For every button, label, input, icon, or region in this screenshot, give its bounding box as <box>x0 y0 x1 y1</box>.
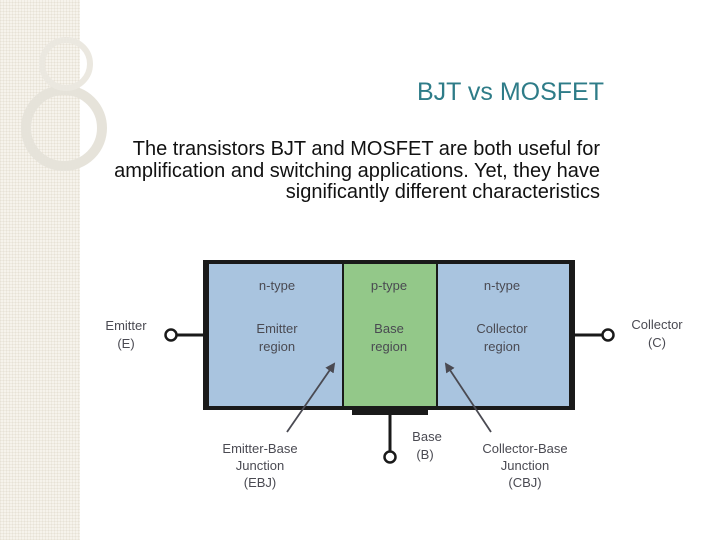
collector-region-name-line1: Collector <box>476 321 528 336</box>
emitter-region-box <box>209 264 342 406</box>
ebj-label-line3: (EBJ) <box>244 475 277 490</box>
cbj-label-line1: Collector-Base <box>482 441 567 456</box>
collector-label-line1: Collector <box>631 317 683 332</box>
emitter-label-line1: Emitter <box>105 318 147 333</box>
emitter-label-line2: (E) <box>117 336 134 351</box>
emitter-region-name-line2: region <box>259 339 295 354</box>
slide-title: BJT vs MOSFET <box>416 78 604 106</box>
collector-region-name-line2: region <box>484 339 520 354</box>
emitter-region-type: n-type <box>259 278 295 293</box>
base-label-line1: Base <box>412 429 442 444</box>
cbj-label-line2: Junction <box>501 458 549 473</box>
base-terminal <box>383 450 397 464</box>
slide-body-text: The transistors BJT and MOSFET are both … <box>114 139 600 203</box>
emitter-region-name-line1: Emitter <box>256 321 298 336</box>
emitter-terminal <box>164 328 178 342</box>
base-label-line2: (B) <box>416 447 433 462</box>
collector-label-line2: (C) <box>648 335 666 350</box>
ebj-label-line2: Junction <box>236 458 284 473</box>
collector-base-junction-arrow <box>444 362 492 433</box>
ebj-label-line1: Emitter-Base <box>222 441 297 456</box>
decorative-circles <box>21 37 107 171</box>
decorative-ring-small <box>39 37 93 91</box>
base-region-type: p-type <box>371 278 407 293</box>
base-region-name-line2: region <box>371 339 407 354</box>
emitter-base-junction-arrow <box>286 362 336 433</box>
collector-terminal <box>601 328 615 342</box>
base-region-box <box>344 264 436 406</box>
collector-region-type: n-type <box>484 278 520 293</box>
cbj-label-line3: (CBJ) <box>508 475 541 490</box>
base-region-name-line1: Base <box>374 321 404 336</box>
collector-region-box <box>438 264 569 406</box>
base-contact <box>352 406 428 415</box>
